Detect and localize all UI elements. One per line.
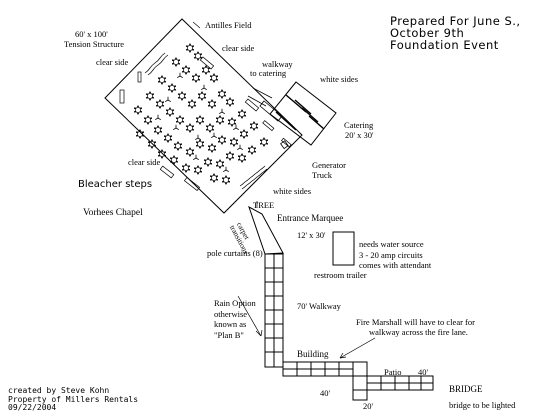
vorhees-chapel-label: Vorhees Chapel [83,208,143,218]
patio [352,361,434,401]
tent-size-label: 60' x 100' [75,29,108,39]
water-note-1: needs water source [359,239,424,249]
bridge-lighted-label: bridge to be lighted [449,400,516,410]
walkway-to-catering [247,87,273,107]
title-line-3: Foundation Event [390,38,499,52]
rain-option-label-4: "Plan B" [214,330,244,340]
carpet-transitions [248,205,284,255]
wavy-curtains [144,52,268,190]
building-walkway [282,361,354,377]
walkway-70 [264,253,284,368]
antilles-arrow [192,21,201,29]
rain-option-label-3: known as [214,319,247,329]
tent-name-label: Tension Structure [64,39,125,49]
generator-truck [280,140,289,150]
dim-40-right-label: 40' [418,367,429,377]
title-line-2: October 9th [390,26,465,40]
restroom-trailer-label: restroom trailer [314,270,367,280]
water-note-3: comes with attendant [359,260,432,270]
generator-label-1: Generator [312,160,346,170]
walkway-70-label: 70' Walkway [297,301,341,311]
clear-side-top-label: clear side [222,43,255,53]
dim-20-label: 20' [363,401,374,411]
rain-option-label-1: Rain Option [214,298,256,308]
tree-label: TREE [253,200,275,210]
marquee-size-label: 12' x 30' [297,230,326,240]
walkway-to-catering-label-1: walkway [262,59,293,69]
tension-structure-tent [104,18,303,214]
entrance-marquee-label: Entrance Marquee [277,213,344,223]
fire-marshall-arrow [339,337,376,359]
building-label: Building [297,349,329,359]
catering-label: Catering [344,120,374,130]
clear-side-left-label: clear side [96,57,129,67]
fire-marshall-note-2: walkway across the fire lane. [369,327,468,337]
title-line-1: Prepared For June S., [390,14,521,28]
rain-option-label-2: otherwise [214,309,248,319]
credit-author: created by Steve Kohn [8,386,110,395]
patio-label: Patio [384,367,402,377]
water-note-2: 3 - 20 amp circuits [359,250,423,260]
bleacher-steps-label: Bleacher steps [78,179,153,190]
generator-label-2: Truck [312,170,332,180]
clear-side-bottom-label: clear side [128,157,161,167]
fire-marshall-note-1: Fire Marshall will have to clear for [356,317,475,327]
catering-size-label: 20' x 30' [345,130,374,140]
pole-curtains-label: pole curtains (8) [207,248,263,258]
catering-tent [269,81,337,146]
antilles-field-label: Antilles Field [205,20,252,30]
walkway-to-catering-label-2: to catering [250,68,287,78]
white-sides-bottom-label: white sides [273,186,312,196]
credit-owner: Property of Millers Rentals [8,395,139,404]
walkway-block [259,100,283,122]
rain-option-arrow [237,295,263,337]
bridge-label: BRIDGE [449,384,483,394]
white-sides-top-label: white sides [320,74,359,84]
bleachers [119,56,292,191]
dim-40-left-label: 40' [320,388,331,398]
credit-date: 09/22/2004 [8,403,57,412]
restroom-trailer [332,231,355,266]
